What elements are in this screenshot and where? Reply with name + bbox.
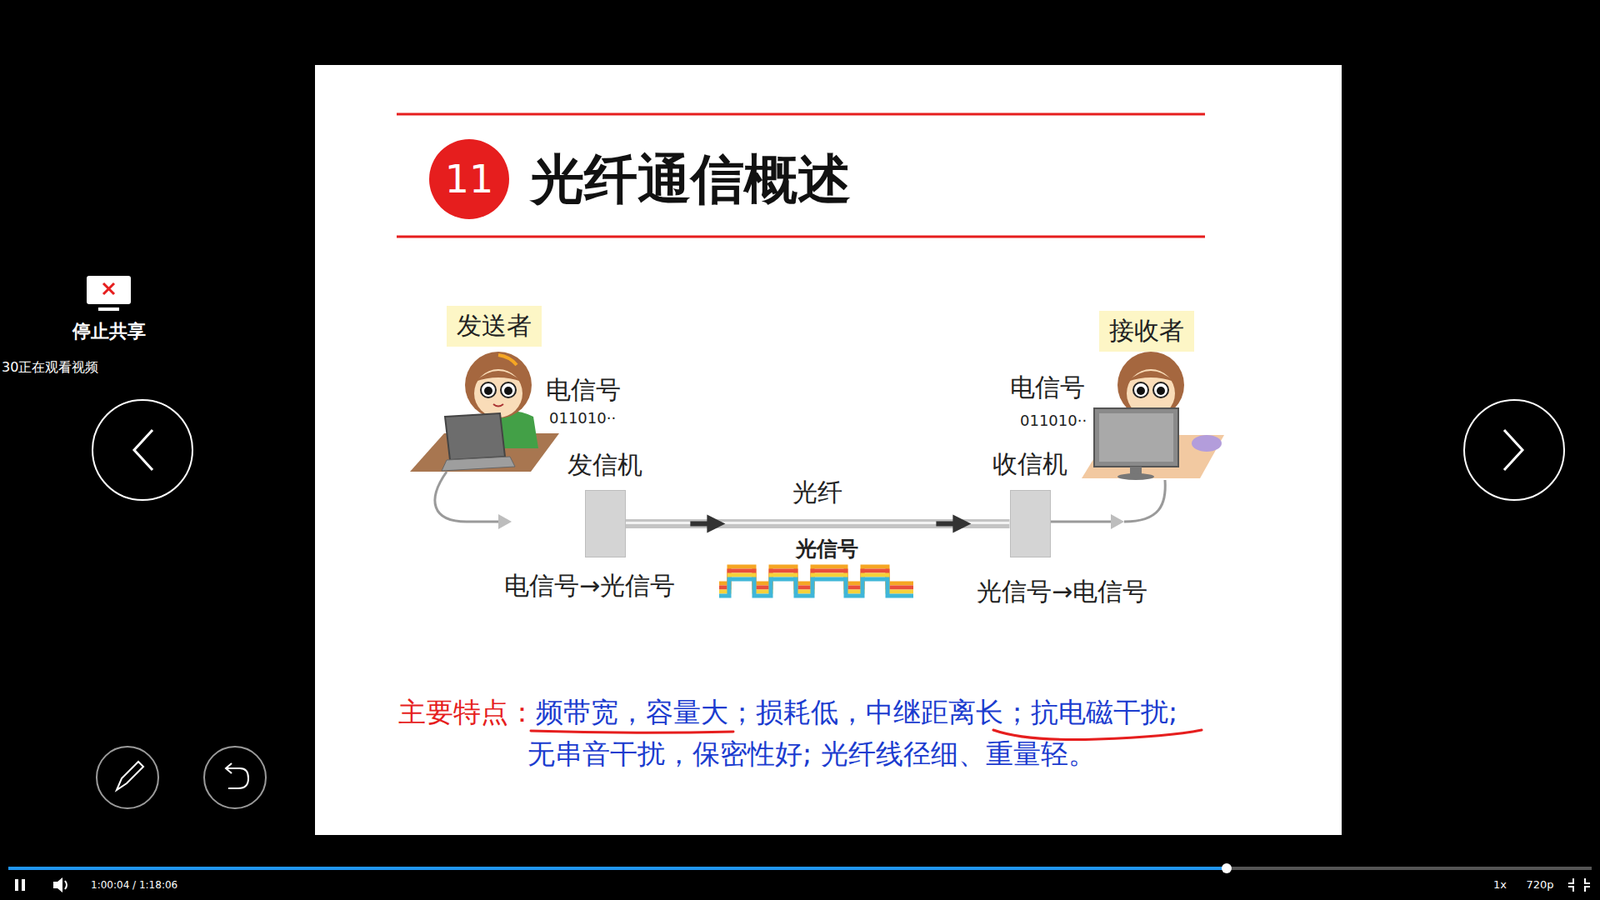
slide: [315, 65, 1342, 835]
button-caption: 停止共享: [72, 320, 146, 343]
stop-share-icon: [86, 275, 131, 311]
feature-text: 频带宽，容量大；损耗低，中继距离长；抗电磁干扰; 无串音干扰，保密性好; 光纤线…: [527, 695, 1178, 770]
slide-title: 光纤通信概述: [530, 147, 851, 212]
fiber-highlight: [625, 521, 1010, 525]
hand-underline: [530, 730, 734, 733]
role-tag: 接收者: [1099, 310, 1195, 352]
player-bar: [8, 863, 1592, 893]
tag-text: 发送者: [456, 309, 532, 344]
connector-label: 光纤: [789, 477, 846, 508]
prev-button: [92, 400, 193, 500]
signal-wave: [719, 566, 914, 596]
pen-button: [96, 746, 159, 809]
receiver: 收信机: [992, 449, 1068, 558]
play-time: 1:00:04 / 1:18:06: [90, 879, 178, 891]
tag-text: 接收者: [1109, 314, 1185, 349]
arrow-head: [952, 515, 971, 534]
signal-name: 电信号: [545, 375, 621, 405]
device-box: [1010, 490, 1051, 558]
transmitter: 发信机: [567, 450, 643, 558]
device-box: [585, 490, 626, 558]
conversion-note: 电信号→光信号: [504, 570, 675, 601]
fiber-connector: [625, 515, 1010, 534]
section-number: 11: [429, 139, 510, 220]
number-text: 11: [445, 156, 495, 202]
feature-heading: 主要特点：: [398, 695, 536, 729]
bit-string: 011010··: [549, 409, 616, 428]
speed-setting: 1x: [1493, 878, 1507, 892]
fiber-tube: [625, 519, 1010, 529]
next-button: [1464, 400, 1565, 500]
quality-setting: 720p: [1525, 878, 1554, 892]
device-label: 发信机: [567, 450, 643, 480]
rule-line: [396, 235, 1205, 239]
viewer-count: 30正在观看视频: [1, 359, 99, 375]
device-label: 收信机: [992, 449, 1068, 480]
signal-name: 光信号: [795, 536, 859, 562]
feature-note: 主要特点：频带宽，容量大；损耗低，中继距离长；抗电磁干扰; 无串音干扰，保密性好…: [398, 691, 1188, 775]
undo-button: [204, 746, 266, 809]
sender-figure: [410, 351, 560, 530]
conversion-note: 光信号→电信号: [976, 576, 1148, 607]
signal-name: 电信号: [1010, 372, 1085, 403]
role-tag: 发送者: [446, 305, 542, 347]
bit-string: 011010··: [1020, 411, 1087, 430]
rule-line: [396, 113, 1205, 116]
arrow-head: [706, 515, 725, 534]
